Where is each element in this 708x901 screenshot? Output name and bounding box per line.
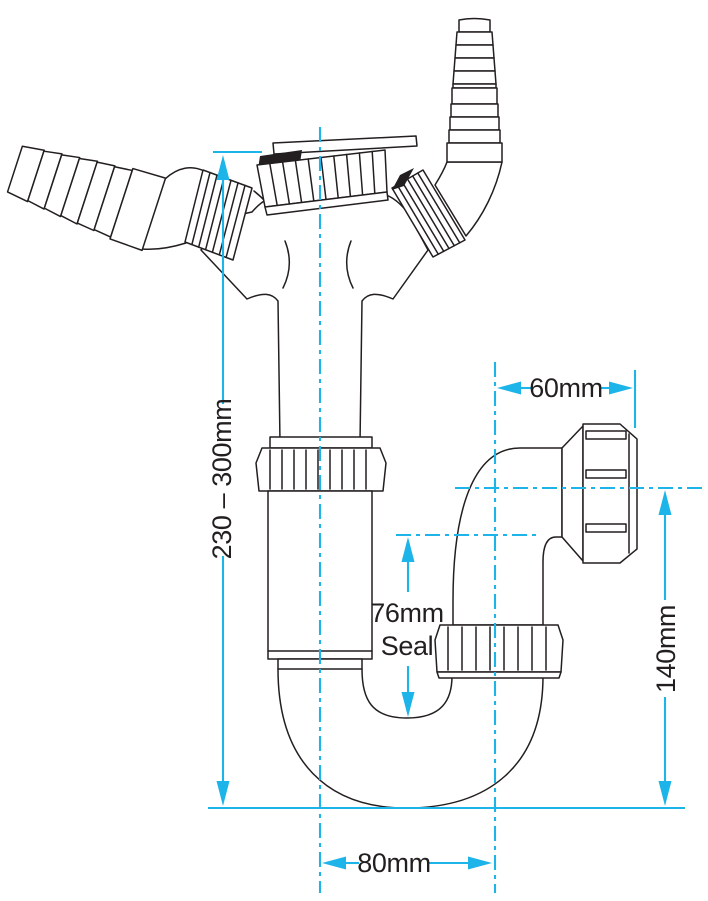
dim-outlet-height-label: 140mm — [651, 604, 681, 694]
outlet-nut — [582, 423, 638, 564]
dimension-height-range — [213, 150, 262, 782]
outlet-elbow — [452, 425, 584, 626]
dim-trap-width-label: 80mm — [357, 848, 431, 878]
swivel-nut-lower — [434, 624, 564, 679]
dim-seal-depth-line2: Seal — [380, 631, 434, 661]
left-nut — [184, 169, 253, 261]
right-nut — [391, 168, 466, 258]
right-hose-connector — [446, 17, 503, 163]
right-branch-elbow — [434, 161, 503, 237]
u-bend — [277, 668, 544, 809]
dim-outlet-offset-label: 60mm — [529, 373, 603, 403]
top-nut — [256, 149, 389, 216]
dim-seal-depth-line1: 76mm — [370, 598, 444, 628]
left-hose-connector — [6, 145, 167, 252]
dim-height-range-label: 230 – 300mm — [207, 398, 237, 560]
dim-seal-depth-label: 76mm Seal — [337, 597, 477, 663]
dimension-arrowheads — [216, 155, 672, 870]
outlet-cone — [561, 425, 584, 562]
